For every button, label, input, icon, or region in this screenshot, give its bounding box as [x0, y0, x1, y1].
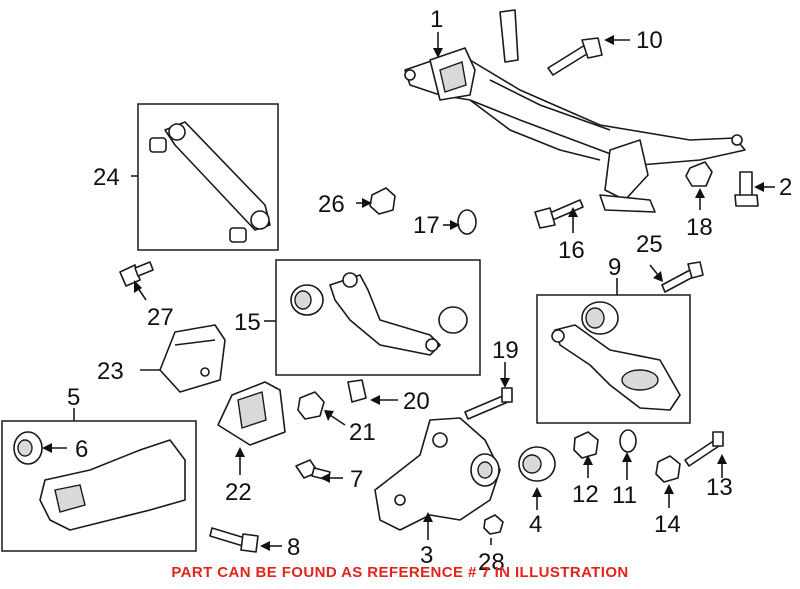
bolt-2-part — [734, 171, 759, 207]
callout-20: 20 — [403, 388, 430, 415]
callout-4: 4 — [529, 511, 542, 538]
callout-17: 17 — [413, 212, 440, 239]
callout-numbers: 1 2 3 4 5 6 7 8 9 10 11 12 13 14 15 16 1… — [67, 6, 792, 576]
bolt-27-part — [119, 261, 154, 287]
plate-20-part — [347, 379, 367, 403]
nut-26-part — [369, 187, 396, 215]
callout-16: 16 — [558, 237, 585, 264]
shield-23-part — [159, 324, 226, 393]
callout-2: 2 — [779, 174, 792, 201]
bolt-19-part — [464, 387, 513, 420]
callout-25: 25 — [636, 231, 663, 258]
bolt-8-part — [209, 527, 259, 553]
callout-24: 24 — [93, 164, 120, 191]
callout-14: 14 — [654, 511, 681, 538]
callout-8: 8 — [287, 534, 300, 561]
callout-23: 23 — [97, 358, 124, 385]
nut-28-part — [483, 514, 504, 535]
callout-19: 19 — [492, 337, 519, 364]
callout-26: 26 — [318, 191, 345, 218]
callout-9: 9 — [608, 254, 621, 281]
bracket-22-part — [217, 381, 286, 446]
callout-15: 15 — [234, 309, 261, 336]
reference-note: PART CAN BE FOUND AS REFERENCE # 7 IN IL… — [171, 564, 629, 581]
callout-12: 12 — [572, 481, 599, 508]
part-24-group — [137, 103, 279, 251]
callout-7: 7 — [350, 466, 363, 493]
washer-17-part — [457, 209, 477, 235]
bolt-10-part — [547, 37, 603, 76]
callout-11: 11 — [612, 482, 637, 509]
part-9-group — [536, 294, 691, 424]
callout-3: 3 — [420, 542, 433, 569]
nut-18-part — [685, 161, 713, 187]
part-15-group — [275, 259, 481, 376]
callout-6: 6 — [75, 436, 88, 463]
callout-22: 22 — [225, 479, 252, 506]
nut-21-part — [297, 391, 325, 420]
bolt-13-part — [684, 431, 724, 467]
bushing-4-part — [518, 446, 556, 482]
nut-14-part — [655, 455, 681, 483]
callout-13: 13 — [706, 474, 733, 501]
leader-lines — [42, 32, 775, 551]
callout-1: 1 — [430, 6, 443, 33]
callout-10: 10 — [636, 27, 663, 54]
callout-18: 18 — [686, 214, 713, 241]
callout-5: 5 — [67, 384, 80, 411]
subframe-part — [404, 9, 746, 213]
callout-21: 21 — [349, 419, 376, 446]
callout-28: 28 — [478, 549, 505, 576]
bolt-25-part — [661, 261, 704, 293]
bolt-16-part — [534, 199, 584, 229]
nut-12-part — [573, 431, 599, 459]
callout-27: 27 — [147, 304, 174, 331]
part-5-group — [1, 420, 197, 552]
knuckle-3-part — [374, 417, 501, 531]
washer-11-part — [619, 429, 637, 453]
